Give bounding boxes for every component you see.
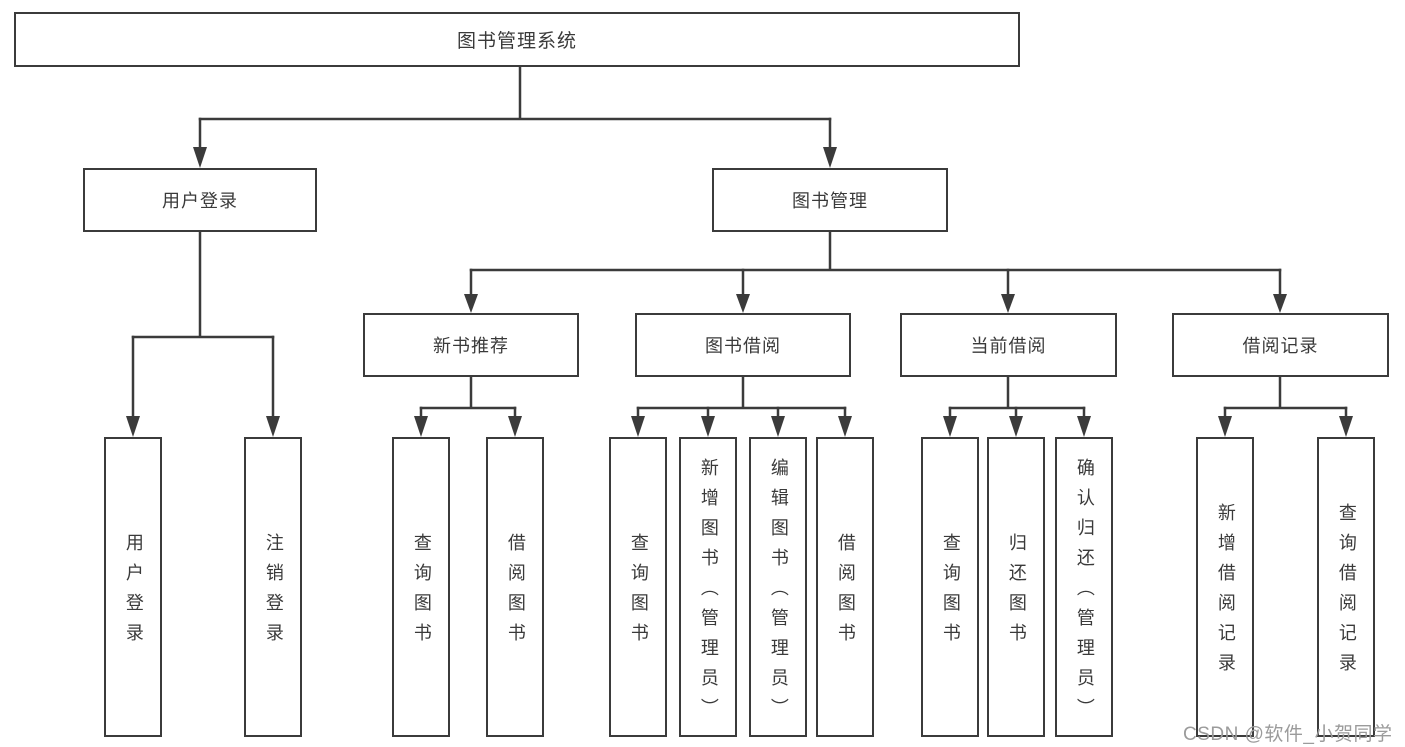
node-user-login: 用户登录: [83, 168, 317, 232]
leaf-logout-label: 注销登录: [263, 533, 284, 653]
node-book-borrowing: 图书借阅: [635, 313, 851, 377]
leaf-query-borrow-record: 查询借阅记录: [1317, 437, 1375, 737]
leaf-add-books-admin: 新增图书（管理员）: [679, 437, 737, 737]
leaf-return-books-label: 归还图书: [1006, 533, 1027, 653]
leaf-return-books: 归还图书: [987, 437, 1045, 737]
leaf-user-login: 用户登录: [104, 437, 162, 737]
node-root: 图书管理系统: [14, 12, 1020, 67]
leaf-confirm-return-admin: 确认归还（管理员）: [1055, 437, 1113, 737]
leaf-query-books-recommend: 查询图书: [392, 437, 450, 737]
node-book-management: 图书管理: [712, 168, 948, 232]
leaf-query-books-borrowing-label: 查询图书: [628, 533, 649, 653]
leaf-query-books-borrowing: 查询图书: [609, 437, 667, 737]
watermark: CSDN @软件_小贺同学: [1183, 724, 1393, 745]
leaf-query-books-current-label: 查询图书: [940, 533, 961, 653]
leaf-confirm-return-admin-label: 确认归还（管理员）: [1074, 458, 1095, 728]
leaf-query-borrow-record-label: 查询借阅记录: [1336, 503, 1357, 683]
leaf-edit-books-admin-label: 编辑图书（管理员）: [768, 458, 789, 728]
leaf-user-login-label: 用户登录: [123, 533, 144, 653]
node-new-book-recommend: 新书推荐: [363, 313, 579, 377]
leaf-query-books-current: 查询图书: [921, 437, 979, 737]
leaf-borrow-books-label: 借阅图书: [835, 533, 856, 653]
leaf-edit-books-admin: 编辑图书（管理员）: [749, 437, 807, 737]
leaf-add-books-admin-label: 新增图书（管理员）: [698, 458, 719, 728]
leaf-add-borrow-record: 新增借阅记录: [1196, 437, 1254, 737]
leaf-add-borrow-record-label: 新增借阅记录: [1215, 503, 1236, 683]
leaf-borrow-books-recommend-label: 借阅图书: [505, 533, 526, 653]
leaf-borrow-books: 借阅图书: [816, 437, 874, 737]
node-borrowing-records: 借阅记录: [1172, 313, 1389, 377]
leaf-borrow-books-recommend: 借阅图书: [486, 437, 544, 737]
leaf-logout: 注销登录: [244, 437, 302, 737]
node-current-borrowing: 当前借阅: [900, 313, 1117, 377]
leaf-query-books-recommend-label: 查询图书: [411, 533, 432, 653]
